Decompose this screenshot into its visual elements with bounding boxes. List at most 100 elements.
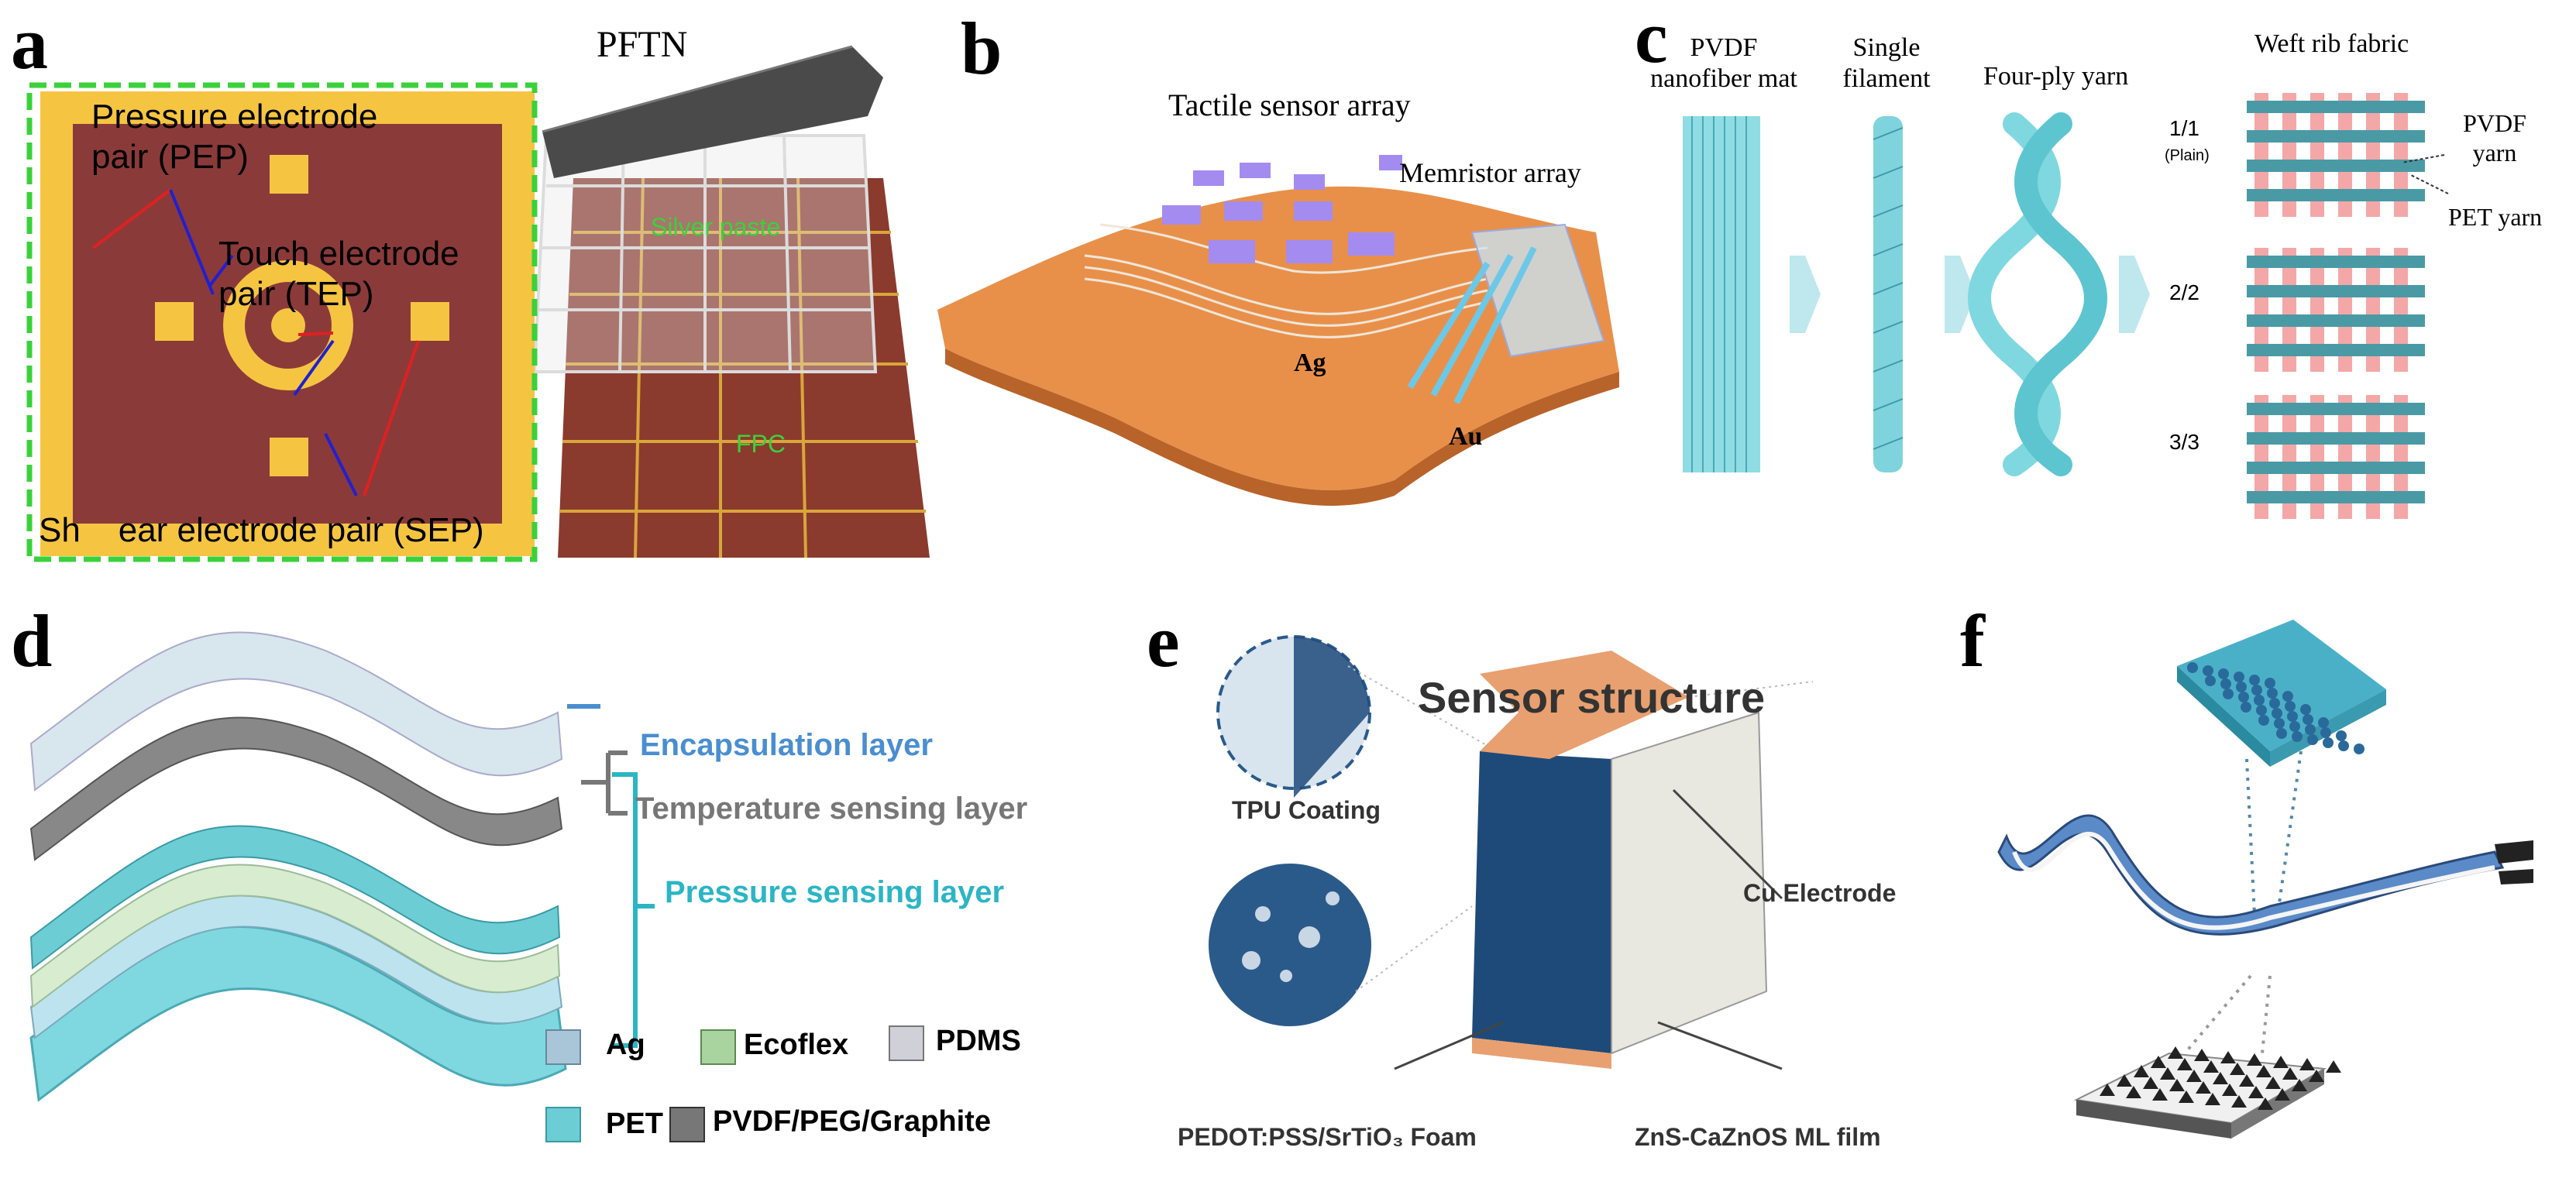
pyramid xyxy=(2309,1070,2324,1082)
pressure-label: Pressure sensing layer xyxy=(665,875,1005,909)
dashed-frame xyxy=(26,82,538,562)
silver-paste-grid xyxy=(532,134,878,373)
panel-d-graphic xyxy=(29,631,924,1142)
panel-d-label: d xyxy=(11,599,53,682)
panel-a: a xyxy=(0,0,930,573)
panel-f: f xyxy=(1937,573,2576,1185)
dome xyxy=(2285,701,2296,712)
foam-zoom-circle xyxy=(1209,864,1371,1026)
pyramid xyxy=(2168,1046,2183,1059)
dome xyxy=(2265,678,2275,689)
ag-label: Ag xyxy=(1294,349,1326,377)
foam-label: PEDOT:PSS/SrTiO₃ Foam xyxy=(1178,1123,1477,1151)
flexible-substrate xyxy=(937,186,1619,490)
pyramid xyxy=(2179,1091,2194,1103)
legend-ag: Ag xyxy=(606,1029,645,1061)
fabric-swatch-ply-2-2 xyxy=(2247,248,2425,372)
dome xyxy=(2205,675,2216,686)
dome xyxy=(2292,731,2303,742)
dome xyxy=(2287,711,2298,722)
pftn-fabric xyxy=(542,46,883,178)
fpc-board xyxy=(558,177,930,558)
pointer-arrows xyxy=(91,188,420,496)
col1-title: PVDF nanofiber mat xyxy=(1642,33,1805,94)
pyramid xyxy=(2160,1067,2175,1080)
panel-b: b xyxy=(930,0,1627,573)
dome xyxy=(2251,685,2262,696)
panel-e-label: e xyxy=(1147,599,1180,682)
panel-c-label: c xyxy=(1635,0,1668,78)
fpc-label: FPC xyxy=(736,430,786,458)
panel-e: e xyxy=(1116,573,1937,1185)
panel-d: d Encapsulation layer xyxy=(0,573,1116,1185)
single-filament xyxy=(1873,116,1904,472)
pyramid xyxy=(2186,1070,2202,1082)
dome xyxy=(2218,668,2229,679)
panel-f-label: f xyxy=(1960,599,1985,682)
pyramid xyxy=(2258,1097,2273,1110)
pyramid xyxy=(2282,1067,2298,1080)
pyramid xyxy=(2152,1088,2168,1101)
cu-top xyxy=(1480,651,1689,759)
pyramid xyxy=(2126,1086,2141,1098)
weft-rib-fabric xyxy=(2247,93,2425,519)
col1-line2: nanofiber mat xyxy=(1650,64,1797,93)
dome xyxy=(2223,689,2234,699)
dome xyxy=(2276,728,2287,739)
dome xyxy=(2323,737,2334,748)
panel-a-graphic xyxy=(26,45,930,562)
dome xyxy=(2241,702,2251,713)
dome xyxy=(2236,682,2247,692)
legend-pvdf: PVDF/PEG/Graphite xyxy=(713,1105,991,1138)
tactile-label: Tactile sensor array xyxy=(1168,88,1411,122)
panel-a-label: a xyxy=(11,2,48,84)
dome xyxy=(2249,675,2260,685)
cu-label: Cu Electrode xyxy=(1743,879,1897,907)
encap-label: Encapsulation layer xyxy=(640,728,933,762)
dome xyxy=(2238,692,2249,702)
pyramid xyxy=(2230,1063,2245,1075)
fabric-swatch-ply-3-3 xyxy=(2247,395,2425,519)
temp-label: Temperature sensing layer xyxy=(635,792,1028,826)
dome xyxy=(2305,724,2316,735)
pyramid xyxy=(2239,1074,2254,1087)
pyramid xyxy=(2117,1074,2132,1087)
ml-film xyxy=(1611,711,1768,1055)
pyramid xyxy=(2275,1088,2290,1101)
pvdf-yarn-label: PVDF yarn xyxy=(2448,108,2541,167)
bent-film xyxy=(1997,814,2505,936)
dome-array xyxy=(2177,620,2386,751)
panel-c: c xyxy=(1627,0,2576,573)
tactile-sensors xyxy=(1162,155,1402,263)
row1-sub: (Plain) xyxy=(2165,147,2210,164)
ag-traces xyxy=(1084,223,1488,338)
sensor-structure-title: Sensor structure xyxy=(1418,673,1766,722)
row1-label: 1/1 xyxy=(2169,116,2199,140)
sep-label: Sh ear electrode pair (SEP) xyxy=(39,511,484,549)
pyramid xyxy=(2222,1084,2237,1096)
pyramid xyxy=(2169,1079,2185,1091)
dome xyxy=(2289,721,2300,732)
pyramid xyxy=(2203,1060,2219,1073)
electrode-pads xyxy=(155,155,449,476)
pyramid xyxy=(2265,1077,2281,1089)
pvdf-yarn-line1: PVDF xyxy=(2463,109,2526,137)
dome xyxy=(2272,708,2282,719)
col2-line1: Single xyxy=(1852,33,1921,62)
pyramid xyxy=(2248,1086,2264,1098)
legend-pdms: PDMS xyxy=(936,1025,1021,1057)
pyramid xyxy=(2134,1065,2149,1077)
dome xyxy=(2256,705,2267,716)
panel-f-graphic xyxy=(1997,620,2533,1139)
dome xyxy=(2267,688,2278,699)
panel-b-graphic xyxy=(937,155,1619,506)
pyramid xyxy=(2326,1060,2341,1073)
dome xyxy=(2303,714,2313,725)
dome xyxy=(2338,740,2349,751)
memristor-array xyxy=(1407,223,1605,404)
silver-paste-label: Silver paste xyxy=(651,213,781,241)
pyramid xyxy=(2100,1084,2115,1096)
film-label: ZnS-CaZnOS ML film xyxy=(1635,1123,1881,1151)
panel-c-graphic xyxy=(1683,93,2449,519)
foam-block xyxy=(1472,751,1611,1053)
